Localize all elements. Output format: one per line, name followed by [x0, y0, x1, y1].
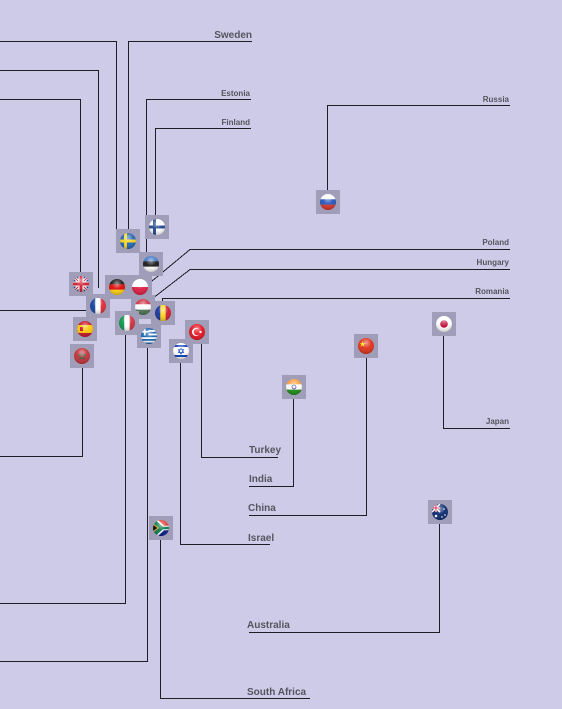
germany-flag-icon — [105, 275, 129, 299]
spain-flag-icon — [73, 317, 97, 341]
label-sweden: Sweden — [214, 30, 252, 41]
connector-russia — [327, 105, 510, 195]
label-estonia: Estonia — [221, 89, 250, 98]
australia-flag-icon — [428, 500, 452, 524]
connector-romania — [162, 298, 510, 306]
china-flag-icon — [354, 334, 378, 358]
greece-flag-icon — [137, 324, 161, 348]
connector-australia — [249, 518, 440, 633]
russia-flag-icon — [316, 190, 340, 214]
france-flag-icon — [86, 294, 110, 318]
label-india: India — [249, 474, 273, 485]
connector-italy — [0, 330, 126, 604]
label-israel: Israel — [248, 533, 274, 544]
connector-united-kingdom — [0, 99, 81, 280]
india-flag-icon — [282, 375, 306, 399]
label-finland: Finland — [222, 118, 251, 127]
japan-flag-icon — [432, 312, 456, 336]
connector-israel — [180, 356, 270, 545]
label-romania: Romania — [475, 287, 509, 296]
italy-flag-icon — [115, 311, 139, 335]
connector-hungary — [147, 269, 510, 303]
connector-germany — [0, 70, 99, 288]
united-kingdom-flag-icon — [69, 272, 93, 296]
connector-morocco — [0, 362, 83, 457]
country-labels: Sweden Estonia Finland Russia Poland Hun… — [214, 30, 509, 698]
finland-flag-icon — [145, 215, 169, 239]
morocco-flag-icon — [70, 344, 94, 368]
label-russia: Russia — [483, 95, 510, 104]
israel-flag-icon — [169, 339, 193, 363]
connector-sweden — [128, 41, 252, 234]
label-south-africa: South Africa — [247, 687, 307, 698]
label-hungary: Hungary — [477, 258, 510, 267]
flag-icons — [69, 190, 456, 540]
turkey-flag-icon — [185, 320, 209, 344]
label-japan: Japan — [486, 417, 509, 426]
label-china: China — [248, 503, 276, 514]
estonia-flag-icon — [139, 252, 163, 276]
connector-turkey — [201, 334, 278, 458]
sweden-flag-icon — [116, 229, 140, 253]
label-poland: Poland — [482, 238, 509, 247]
connector-india — [249, 392, 294, 487]
romania-flag-icon — [151, 301, 175, 325]
connector-south-africa — [160, 534, 310, 699]
label-turkey: Turkey — [249, 445, 281, 456]
south-africa-flag-icon — [149, 516, 173, 540]
connector-sweden-left — [0, 41, 117, 234]
connector-lines — [0, 41, 510, 699]
connector-china — [249, 352, 367, 516]
connector-estonia — [146, 99, 251, 258]
connector-japan — [443, 330, 510, 429]
connector-poland — [145, 249, 510, 287]
connector-finland — [155, 128, 251, 220]
label-australia: Australia — [247, 620, 290, 631]
connector-greece — [0, 342, 148, 662]
